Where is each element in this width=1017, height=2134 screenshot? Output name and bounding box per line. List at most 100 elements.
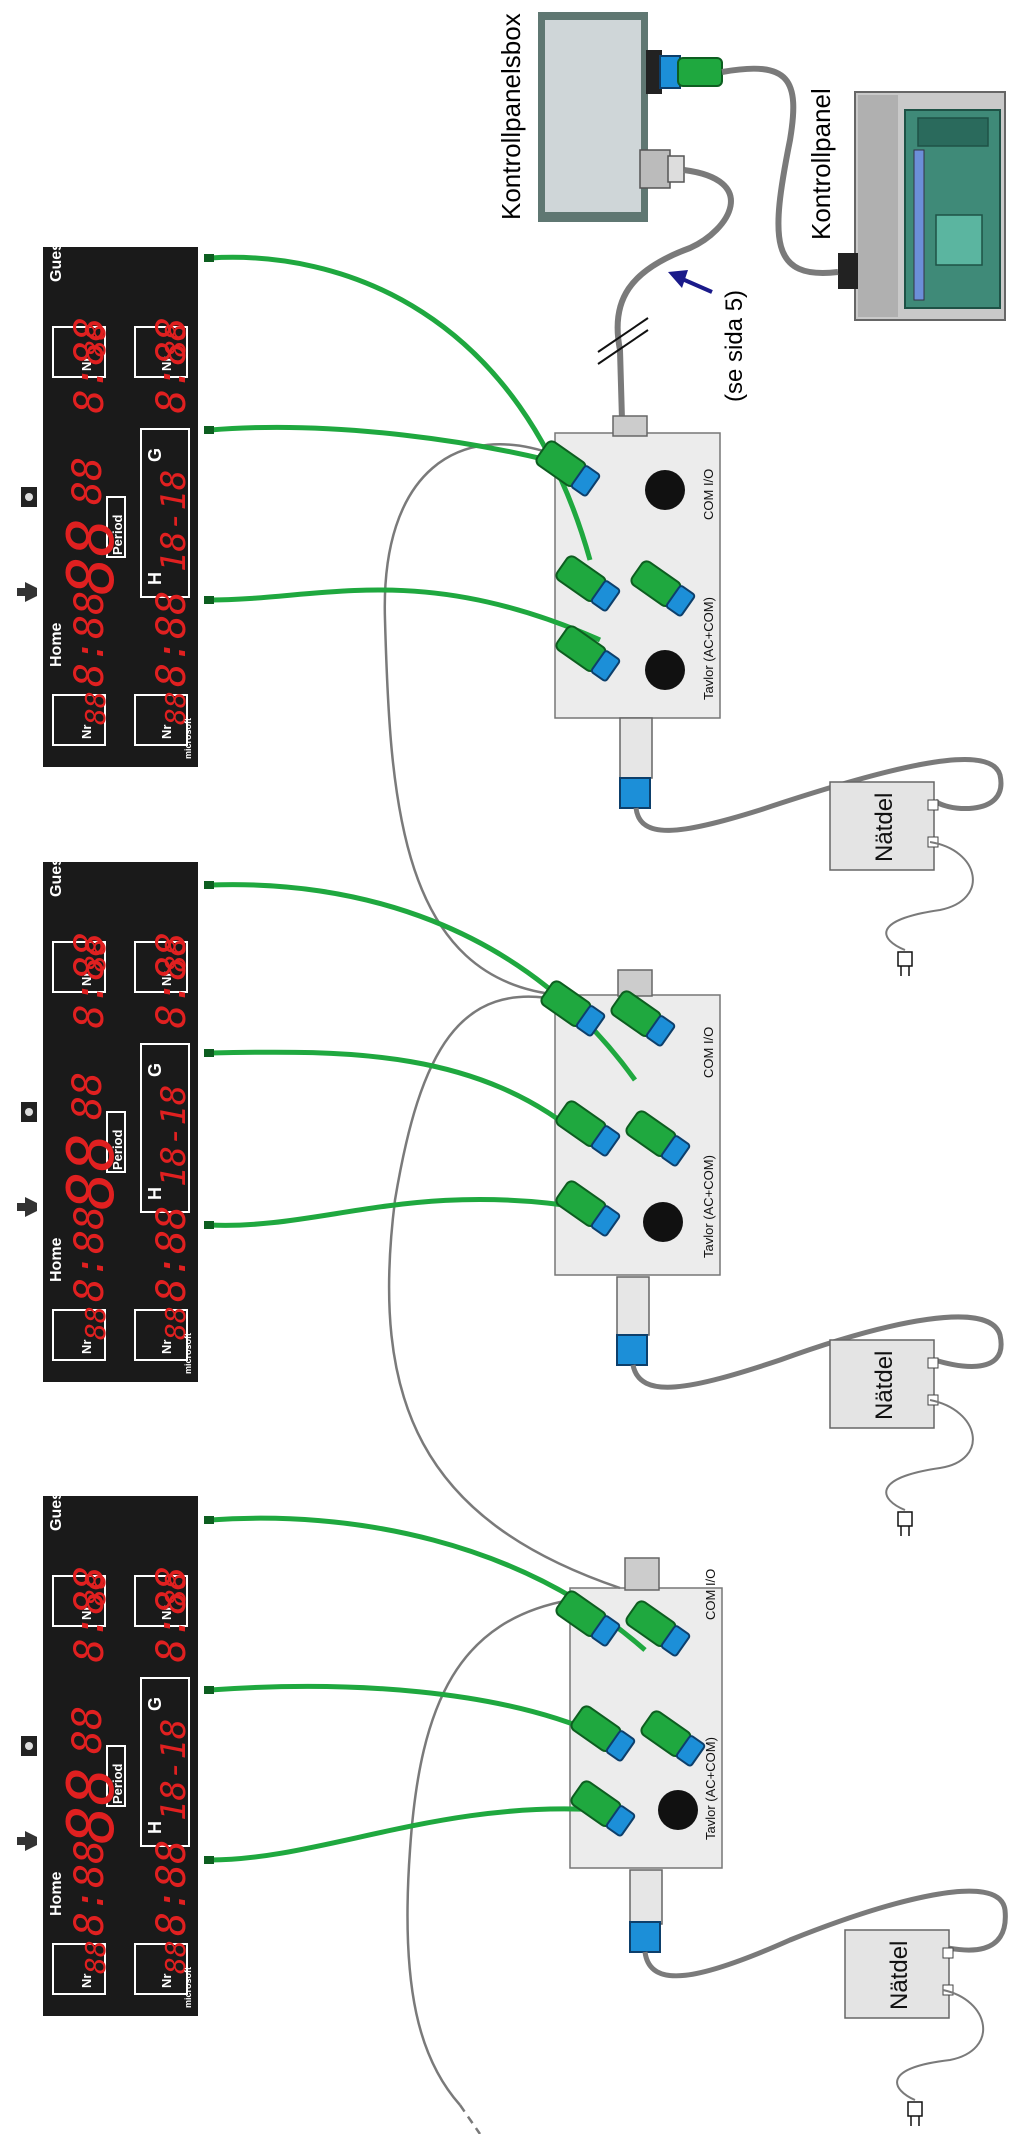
g-label: G [145,1063,165,1077]
player-number-digits: 88 [79,323,112,357]
player-number-digits: 88 [159,1940,192,1974]
nr-label: Nr [159,1340,174,1354]
score-digits: 18-18 [154,1085,194,1187]
cable-tip [204,254,214,262]
control-panel-label: Kontrollpanel [806,88,836,240]
clock-seconds-digits: 88 [65,1706,111,1754]
guest-time-digits: 8:88 [149,1566,195,1662]
player-number-digits: 88 [159,691,192,725]
guest-time-digits: 8:88 [149,317,195,413]
connector-plug [540,980,606,1037]
cable-tip [204,1221,214,1229]
nr-label: Nr [79,1340,94,1354]
home-label: Home [48,1237,65,1282]
connector-plug [625,1110,691,1167]
power-plug-icon [897,951,913,976]
guest-time-digits: 8:88 [67,932,113,1028]
cable-tip [204,426,214,434]
home-time-digits: 8:88 [149,1840,195,1936]
cable-tip [204,1856,214,1864]
nr-label: Nr [79,1606,94,1620]
horn-icon [17,582,37,602]
player-number-digits: 88 [159,1306,192,1340]
port-label-tavlor: Tavlor (AC+COM) [703,1737,718,1840]
camera-icon [21,1736,37,1756]
score-digits: 18-18 [154,1719,194,1821]
break-mark [597,317,649,353]
home-time-digits: 8:88 [67,591,113,687]
see-page-arrow [668,270,713,294]
power-unit-label: Nätdel [871,1351,898,1420]
cable-tip [204,881,214,889]
nr-label: Nr [79,357,94,371]
power-unit: Nätdel [844,1929,954,2019]
period-label: Period [110,514,125,555]
brand-logo: microsoft [183,718,193,759]
period-label: Period [110,1763,125,1804]
connector-plug [625,1600,691,1657]
h-label: H [145,572,165,585]
connector-plug [535,440,601,497]
guests-label: Guests [48,843,65,897]
nr-label: Nr [159,1606,174,1620]
player-number-digits: 88 [159,938,192,972]
nr-label: Nr [159,725,174,739]
connector-plug [555,555,621,612]
port-label-tavlor: Tavlor (AC+COM) [701,597,716,700]
cable-tip [204,1516,214,1524]
connector-plug [630,560,696,617]
control-panel-box-label: Kontrollpanelsbox [496,13,526,220]
guest-time-digits: 8:88 [67,317,113,413]
nr-label: Nr [79,1974,94,1988]
control-panel-box [538,12,723,222]
power-unit: Nätdel [829,781,939,871]
player-number-digits: 88 [79,1572,112,1606]
port-label-com: COM I/O [703,1569,718,1620]
g-label: G [145,448,165,462]
guests-label: Guests [48,228,65,282]
period-label: Period [110,1129,125,1170]
connector-plug [610,990,676,1047]
control-panel [838,91,1006,321]
connector-plug [570,1705,636,1762]
player-number-digits: 88 [79,691,112,725]
nr-label: Nr [159,972,174,986]
connector-plug [555,1590,621,1647]
player-number-digits: 88 [159,323,192,357]
power-unit-label: Nätdel [871,793,898,862]
home-time-digits: 8:88 [149,591,195,687]
nr-label: Nr [159,357,174,371]
cable-tip [204,596,214,604]
power-plug-icon [907,2101,923,2126]
connector-plug [640,1710,706,1767]
guest-time-digits: 8:88 [67,1566,113,1662]
power-unit: Nätdel [829,1339,939,1429]
nr-label: Nr [79,972,94,986]
clock-digits: 88 [55,1767,129,1844]
score-digits: 18-18 [154,470,194,572]
brand-logo: microsoft [183,1333,193,1374]
connector-plug [555,1180,621,1237]
nr-label: Nr [79,725,94,739]
player-number-digits: 88 [79,1940,112,1974]
cable-tip [204,1049,214,1057]
home-time-digits: 8:88 [67,1206,113,1302]
horn-icon [17,1197,37,1217]
power-unit-label: Nätdel [886,1941,913,2010]
player-number-digits: 88 [79,1306,112,1340]
brand-logo: microsoft [183,1967,193,2008]
connector-plug [555,1100,621,1157]
home-label: Home [48,1871,65,1916]
nr-label: Nr [159,1974,174,1988]
clock-digits: 88 [55,1133,129,1210]
home-label: Home [48,622,65,667]
player-number-digits: 88 [159,1572,192,1606]
see-page-label: (se sida 5) [721,290,748,402]
camera-icon [21,487,37,507]
clock-digits: 88 [55,518,129,595]
horn-icon [17,1831,37,1851]
port-label-tavlor: Tavlor (AC+COM) [701,1155,716,1258]
